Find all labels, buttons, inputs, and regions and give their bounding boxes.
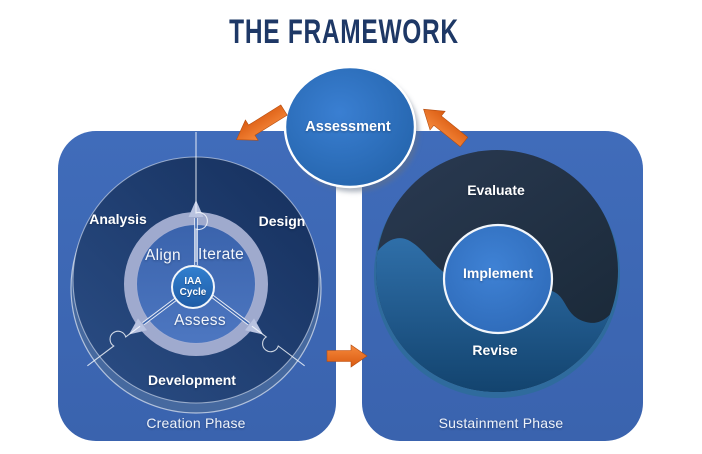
iaa-core-circle — [171, 265, 215, 309]
arrow-to-sustainment-icon — [326, 344, 368, 368]
align-label: Align — [145, 247, 181, 264]
evaluate-label: Evaluate — [467, 182, 525, 198]
development-label: Development — [148, 372, 236, 388]
iaa-core-line1: IAA — [184, 276, 202, 287]
sustainment-phase-label: Sustainment Phase — [438, 415, 564, 431]
arrow-to-creation-icon — [236, 104, 288, 141]
implement-circle — [442, 223, 554, 335]
revise-label: Revise — [472, 342, 518, 358]
assessment-label: Assessment — [305, 119, 391, 135]
puzzle-connector-lower-left — [87, 325, 141, 367]
iaa-core-label: IAA Cycle — [180, 276, 207, 298]
puzzle-connector-top — [195, 132, 208, 262]
arrow-to-assessment-icon — [423, 108, 469, 148]
creation-phase-label: Creation Phase — [146, 415, 246, 431]
analysis-label: Analysis — [89, 211, 147, 227]
puzzle-connector-lower-right — [251, 325, 305, 367]
page-title: THE FRAMEWORK — [185, 13, 504, 52]
design-label: Design — [258, 213, 306, 229]
assessment-circle — [283, 65, 417, 189]
iterate-label: Iterate — [197, 246, 245, 263]
assess-label: Assess — [174, 312, 226, 329]
page-title-text: THE FRAMEWORK — [229, 13, 459, 51]
implement-label: Implement — [462, 265, 534, 281]
iaa-core-line2: Cycle — [179, 287, 207, 298]
